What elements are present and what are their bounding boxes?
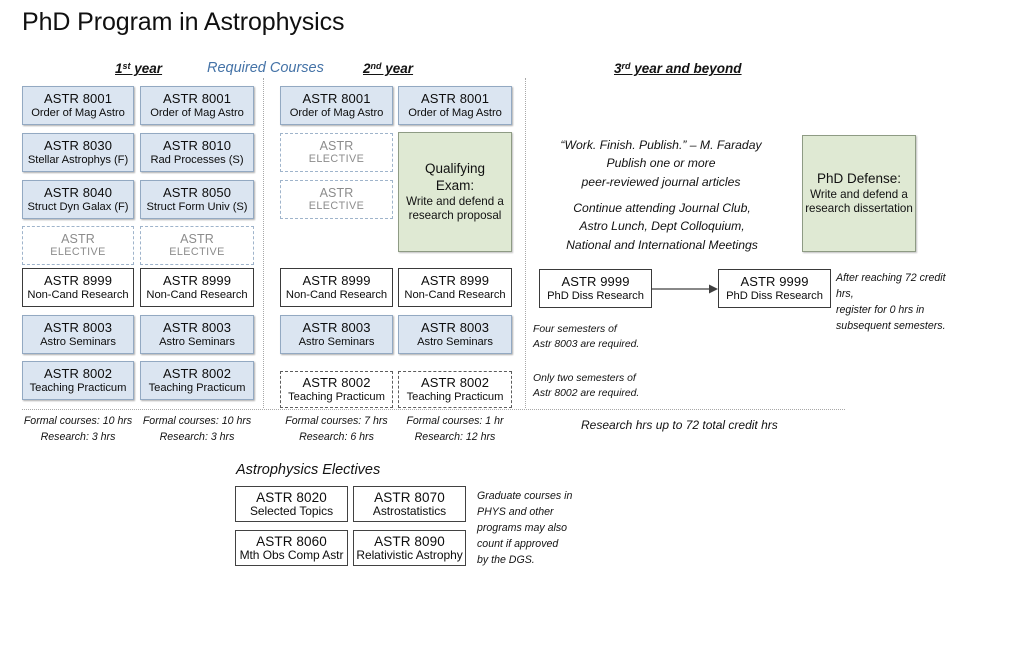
course-box[interactable]: ASTR 8999 Non-Cand Research [280,268,393,307]
phd-defense-headline: PhD Defense: [816,170,902,186]
divider-credits [22,409,845,410]
course-box[interactable]: ASTR 8030 Stellar Astrophys (F) [22,133,134,172]
course-box[interactable]: ASTR 8999 Non-Cand Research [398,268,512,307]
seminars-requirement-note: Four semesters of Astr 8003 are required… [533,324,640,351]
practicum-requirement-note: Only two semesters of Astr 8002 are requ… [533,373,640,400]
year2-spring-credits: Formal courses: 1 hr Research: 12 hrs [406,415,504,443]
elective-course-box[interactable]: ASTR 8090 Relativistic Astrophy [353,530,466,566]
course-box[interactable]: ASTR 8002 Teaching Practicum [22,361,134,400]
dissertation-research-box[interactable]: ASTR 9999 PhD Diss Research [718,269,831,308]
course-box[interactable]: ASTR 8040 Struct Dyn Galax (F) [22,180,134,219]
phd-defense-detail: Write and defend a research dissertation [805,187,913,215]
elective-course-box[interactable]: ASTR 8020 Selected Topics [235,486,348,522]
dissertation-research-box[interactable]: ASTR 9999 PhD Diss Research [539,269,652,308]
elective-course-box[interactable]: ASTR 8070 Astrostatistics [353,486,466,522]
qualifying-exam-detail: Write and defend a research proposal [406,194,504,222]
course-box[interactable]: ASTR 8002 Teaching Practicum [280,371,393,408]
electives-section-title: Astrophysics Electives [236,462,381,478]
credit-hours-note: After reaching 72 credit hrs, register f… [836,272,946,332]
course-box[interactable]: ASTR 8999 Non-Cand Research [22,268,134,307]
year1-spring-credits: Formal courses: 10 hrs Research: 3 hrs [142,415,252,443]
course-box[interactable]: ASTR 8003 Astro Seminars [398,315,512,354]
page-title: PhD Program in Astrophysics [22,8,345,36]
continued-activities-note: Continue attending Journal Club, Astro L… [566,201,758,252]
electives-approval-note: Graduate courses in PHYS and other progr… [477,490,573,566]
elective-placeholder-box[interactable]: ASTR ELECTIVE [22,226,134,265]
divider-year1-year2 [263,78,264,408]
elective-placeholder-box[interactable]: ASTR ELECTIVE [280,180,393,219]
arrow-right-icon [652,284,718,294]
course-box[interactable]: ASTR 8001 Order of Mag Astro [140,86,254,125]
course-box[interactable]: ASTR 8003 Astro Seminars [140,315,254,354]
course-box[interactable]: ASTR 8050 Struct Form Univ (S) [140,180,254,219]
course-box[interactable]: ASTR 8002 Teaching Practicum [398,371,512,408]
phd-defense-box[interactable]: PhD Defense: Write and defend a research… [802,135,916,252]
course-box[interactable]: ASTR 8999 Non-Cand Research [140,268,254,307]
course-box[interactable]: ASTR 8001 Order of Mag Astro [398,86,512,125]
qualifying-exam-box[interactable]: Qualifying Exam: Write and defend a rese… [398,132,512,252]
header-year-1: 1st year [115,61,163,76]
year2-fall-credits: Formal courses: 7 hrs Research: 6 hrs [285,415,388,443]
year1-fall-credits: Formal courses: 10 hrs Research: 3 hrs [23,415,133,443]
label-required-courses: Required Courses [207,60,324,76]
course-box[interactable]: ASTR 8001 Order of Mag Astro [280,86,393,125]
header-year-3-and-beyond: 3rd year and beyond [614,61,742,76]
course-box[interactable]: ASTR 8001 Order of Mag Astro [22,86,134,125]
course-box[interactable]: ASTR 8002 Teaching Practicum [140,361,254,400]
course-box[interactable]: ASTR 8003 Astro Seminars [22,315,134,354]
divider-year2-year3 [525,78,526,408]
elective-course-box[interactable]: ASTR 8060 Mth Obs Comp Astr [235,530,348,566]
course-box[interactable]: ASTR 8003 Astro Seminars [280,315,393,354]
course-box[interactable]: ASTR 8010 Rad Processes (S) [140,133,254,172]
elective-placeholder-box[interactable]: ASTR ELECTIVE [140,226,254,265]
faraday-quote-note: “Work. Finish. Publish.” – M. Faraday Pu… [560,138,762,189]
elective-placeholder-box[interactable]: ASTR ELECTIVE [280,133,393,172]
header-year-2: 2nd year [363,61,414,76]
qualifying-exam-headline: Qualifying Exam: [424,160,486,193]
research-hours-total-note: Research hrs up to 72 total credit hrs [581,418,778,432]
